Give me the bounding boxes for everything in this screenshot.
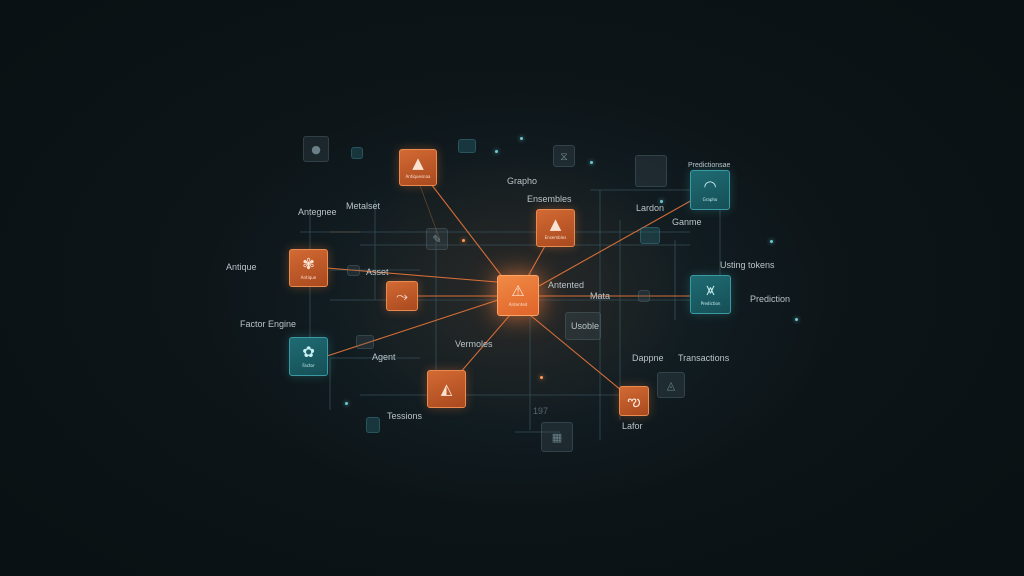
glow-particle [462,239,465,242]
signature-icon: ఌ [627,391,641,410]
label-vermoles: Vermoles [455,339,493,349]
node-caption: Antiquesnaa [405,174,431,179]
triangle-icon: ▲ [412,154,424,172]
connector-line [538,189,711,287]
flower-icon: ✿ [302,343,315,361]
label-lafor: Lafor [622,421,643,431]
glow-particle [520,137,523,140]
node-left[interactable]: ✾ Antique [289,249,328,287]
node-caption: Prediction [700,301,721,306]
label-ensembles: Ensembles [527,194,572,204]
node-right[interactable]: ⩙ Prediction [690,275,731,314]
ghost-tile [347,265,360,276]
label-number: 197 [533,406,549,416]
node-caption: Factor [302,363,315,368]
label-transactions: Transactions [678,353,730,363]
ghost-tile [366,417,380,433]
label-usoble: Usoble [571,321,600,331]
label-antique: Antique [226,262,257,272]
label-agent: Agent [372,352,396,362]
chart-area-icon: ⩙ [706,281,715,299]
ghost-tile: ✎ [426,228,448,250]
label-tessions: Tessions [387,411,423,421]
connector-line [326,299,499,357]
ghost-tile: ● [303,136,329,162]
label-lardon: Lardon [636,203,665,213]
connector-line [417,166,518,297]
glow-particle [345,402,348,405]
node-caption: Antented [508,302,528,307]
ghost-tile [356,335,374,349]
branch-icon: ⤳ [395,286,408,305]
connector-line [529,314,634,401]
node-upper-center[interactable]: ▲ Ensembles [536,209,575,247]
glow-particle [495,150,498,153]
node-caption: Grapho [702,196,718,202]
ghost-tile: ◬ [657,372,685,398]
label-factor-engine: Factor Engine [240,319,297,329]
ghost-tile [351,147,363,159]
node-top-right[interactable]: ◠ Grapho [690,170,730,210]
ghost-tile [458,139,476,153]
label-prediction-source: Predictionsae [688,162,731,169]
node-top-left[interactable]: ▲ Antiquesnaa [399,149,437,186]
glow-particle [770,240,773,243]
triangle-icon: ▲ [549,214,562,233]
label-dappne: Dappne [632,353,664,363]
glow-particle [795,318,798,321]
warning-triangle-icon: ⚠ [511,282,525,300]
label-antented: Antented [548,280,585,290]
node-bottom-left[interactable]: ✿ Factor [289,337,328,376]
connector-line [326,267,498,283]
label-asset: Asset [366,267,389,277]
glow-particle [590,161,593,164]
connector-line [417,179,441,241]
node-caption: Ensembles [544,234,567,240]
glow-particle [660,200,663,203]
label-antegnee: Antegnee [298,207,337,217]
triangle-pen-icon: ◭ [440,379,453,398]
label-prediction: Prediction [750,294,791,304]
node-mid-left[interactable]: ⤳ [386,281,418,311]
ghost-tile [635,155,667,187]
gauge-icon: ◠ [703,176,717,195]
label-mata: Mata [590,291,611,301]
glow-particle [540,376,543,379]
flower-icon: ✾ [302,254,315,273]
node-bottom-right[interactable]: ఌ [619,386,649,416]
node-hub[interactable]: ⚠ Antented [497,275,539,316]
ghost-tile [638,290,650,302]
label-metalset: Metalset [346,201,381,211]
label-ganme: Ganme [672,217,702,227]
ghost-tile: ▦ [541,422,573,452]
node-bottom-center[interactable]: ◭ [427,370,466,408]
ghost-tile: ⧖ [553,145,575,167]
label-usting-tokens: Usting tokens [720,260,775,270]
ghost-tile [640,227,660,244]
node-caption: Antique [300,274,317,280]
label-grapho: Grapho [507,176,538,186]
ghost-tile [565,312,601,340]
